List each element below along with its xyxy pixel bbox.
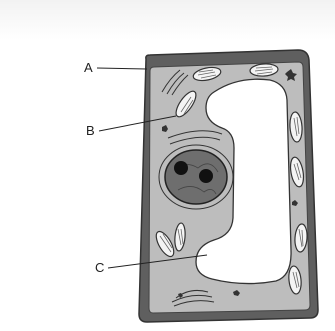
nucleolus (174, 161, 188, 175)
nucleus-icon (159, 145, 233, 209)
nucleolus (199, 169, 213, 183)
label-c: C (95, 260, 104, 275)
label-b: B (86, 123, 95, 138)
label-a: A (84, 60, 93, 75)
